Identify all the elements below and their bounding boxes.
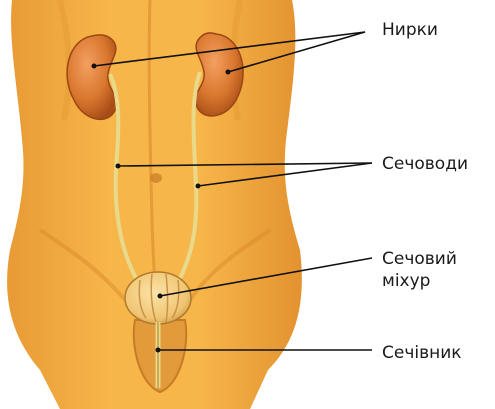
label-ureters: Сечоводи	[382, 153, 468, 175]
label-urethra: Сечівник	[382, 342, 462, 364]
urinary-bladder	[125, 272, 191, 324]
label-kidneys: Нирки	[382, 19, 438, 41]
label-bladder: Сечовий міхур	[382, 248, 457, 292]
